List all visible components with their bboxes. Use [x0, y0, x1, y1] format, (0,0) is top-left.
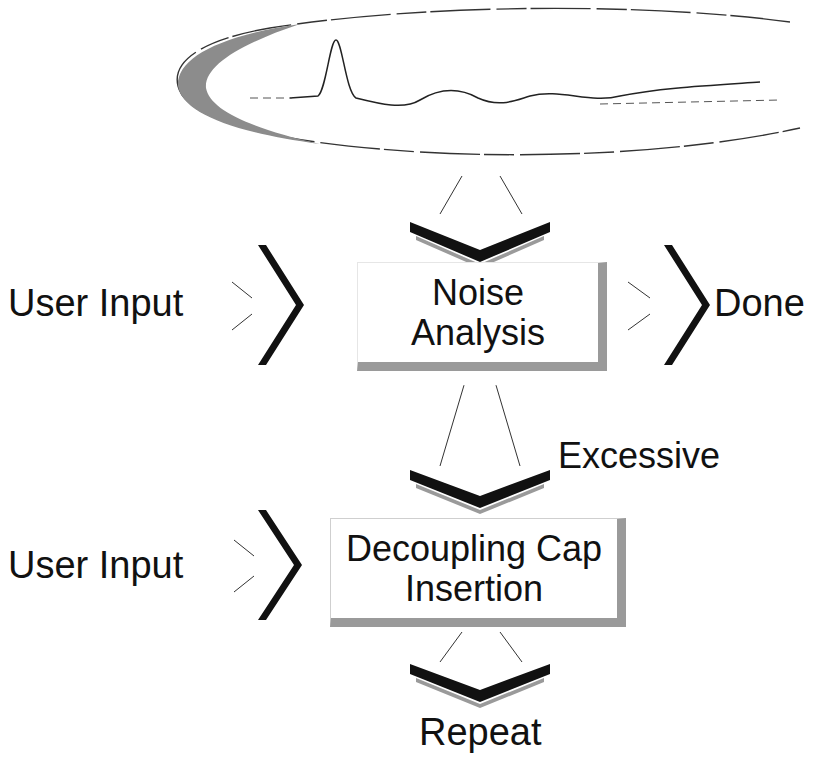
box-text: Decoupling Cap Insertion	[345, 529, 603, 608]
flow-label: User Input	[8, 545, 183, 587]
flow-chevron	[410, 385, 550, 514]
baseline	[250, 98, 780, 104]
flow-label: Done	[714, 283, 805, 325]
flow-label: Repeat	[419, 712, 542, 754]
board-shading	[178, 24, 320, 144]
board-outline	[177, 8, 800, 154]
input-chevron	[232, 245, 304, 365]
box-text: Noise Analysis	[372, 273, 584, 352]
flow-chevron	[410, 176, 550, 268]
flow-label: User Input	[8, 283, 183, 325]
edge-label: Excessive	[556, 436, 722, 476]
output-chevron	[628, 245, 710, 365]
noise-waveform	[290, 40, 760, 105]
process-box: Noise Analysis	[357, 262, 607, 371]
repeat-chevron	[410, 632, 550, 708]
input-chevron	[234, 510, 302, 620]
process-box: Decoupling Cap Insertion	[330, 518, 626, 627]
